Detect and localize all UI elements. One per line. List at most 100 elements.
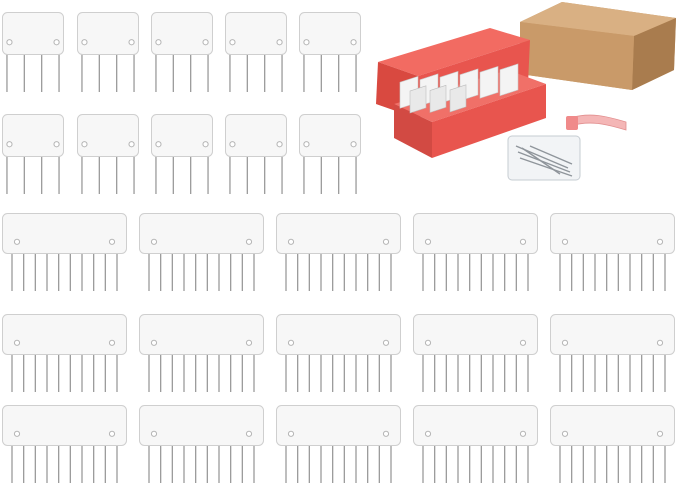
comb-hole: [656, 238, 664, 245]
large-blocking-comb: [550, 213, 675, 291]
comb-hole: [656, 430, 664, 437]
comb-hole: [13, 430, 21, 437]
large-blocking-comb: [139, 213, 264, 291]
comb-hole: [229, 141, 236, 148]
comb-hole: [229, 39, 236, 46]
large-blocking-comb: [550, 314, 675, 392]
small-blocking-comb: [2, 114, 64, 194]
comb-body: [225, 12, 287, 55]
comb-hole: [656, 339, 664, 346]
comb-hole: [287, 430, 295, 437]
large-blocking-comb: [413, 314, 538, 392]
comb-hole: [561, 238, 569, 245]
comb-body: [2, 12, 64, 55]
accessory-bundle: [370, 0, 679, 200]
large-blocking-comb: [276, 213, 401, 291]
comb-hole: [519, 238, 527, 245]
comb-hole: [81, 141, 88, 148]
comb-body: [299, 12, 361, 55]
comb-hole: [350, 39, 357, 46]
comb-hole: [108, 339, 116, 346]
t-pins-case: [507, 135, 581, 181]
comb-body: [139, 314, 264, 355]
small-blocking-comb: [299, 12, 361, 92]
comb-hole: [245, 339, 253, 346]
large-blocking-comb: [276, 314, 401, 392]
large-blocking-comb: [2, 213, 127, 291]
large-blocking-comb: [2, 405, 127, 483]
comb-body: [413, 405, 538, 446]
small-blocking-comb: [2, 12, 64, 92]
comb-hole: [202, 39, 209, 46]
comb-hole: [155, 141, 162, 148]
comb-body: [413, 314, 538, 355]
small-blocking-comb: [299, 114, 361, 194]
shipping-box: [520, 2, 676, 90]
comb-hole: [350, 141, 357, 148]
large-blocking-comb: [550, 405, 675, 483]
comb-body: [151, 12, 213, 55]
small-blocking-comb: [151, 114, 213, 194]
large-blocking-comb: [139, 314, 264, 392]
comb-body: [2, 405, 127, 446]
comb-hole: [150, 339, 158, 346]
comb-hole: [81, 39, 88, 46]
comb-hole: [108, 238, 116, 245]
comb-body: [550, 213, 675, 254]
comb-hole: [382, 430, 390, 437]
comb-hole: [128, 39, 135, 46]
comb-body: [276, 405, 401, 446]
comb-body: [139, 405, 264, 446]
comb-body: [77, 114, 139, 157]
comb-hole: [53, 39, 60, 46]
small-blocking-comb: [225, 114, 287, 194]
comb-hole: [150, 430, 158, 437]
comb-hole: [155, 39, 162, 46]
comb-hole: [287, 339, 295, 346]
comb-hole: [424, 339, 432, 346]
comb-hole: [6, 141, 13, 148]
comb-hole: [53, 141, 60, 148]
comb-body: [2, 314, 127, 355]
storage-box: [376, 28, 546, 158]
comb-body: [276, 213, 401, 254]
comb-hole: [13, 238, 21, 245]
comb-hole: [561, 430, 569, 437]
comb-hole: [424, 430, 432, 437]
comb-hole: [108, 430, 116, 437]
comb-hole: [13, 339, 21, 346]
large-blocking-comb: [2, 314, 127, 392]
small-blocking-comb: [77, 114, 139, 194]
comb-body: [276, 314, 401, 355]
comb-hole: [128, 141, 135, 148]
small-blocking-comb: [77, 12, 139, 92]
comb-hole: [519, 430, 527, 437]
comb-hole: [276, 39, 283, 46]
comb-hole: [519, 339, 527, 346]
comb-body: [413, 213, 538, 254]
comb-hole: [424, 238, 432, 245]
comb-hole: [561, 339, 569, 346]
large-blocking-comb: [139, 405, 264, 483]
large-blocking-comb: [413, 405, 538, 483]
small-blocking-comb: [151, 12, 213, 92]
comb-body: [139, 213, 264, 254]
comb-body: [225, 114, 287, 157]
comb-hole: [303, 141, 310, 148]
large-blocking-comb: [413, 213, 538, 291]
comb-body: [2, 213, 127, 254]
comb-hole: [382, 238, 390, 245]
comb-body: [2, 114, 64, 157]
comb-hole: [276, 141, 283, 148]
comb-hole: [245, 430, 253, 437]
comb-body: [299, 114, 361, 157]
comb-body: [550, 405, 675, 446]
tape-measure: [566, 114, 627, 131]
comb-body: [77, 12, 139, 55]
comb-hole: [245, 238, 253, 245]
comb-hole: [150, 238, 158, 245]
comb-hole: [202, 141, 209, 148]
comb-hole: [287, 238, 295, 245]
comb-body: [550, 314, 675, 355]
